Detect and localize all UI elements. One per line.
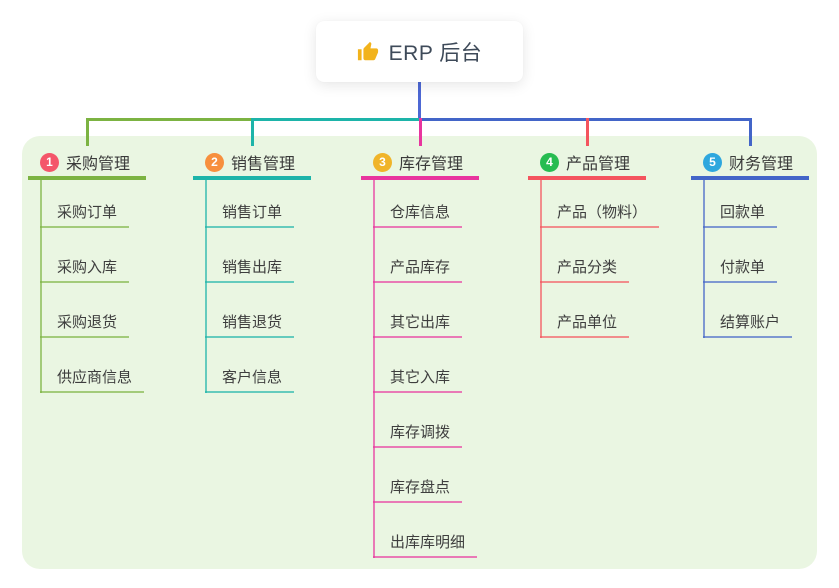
child-node[interactable]: 其它入库 <box>373 365 463 393</box>
child-node[interactable]: 客户信息 <box>205 365 295 393</box>
thumbs-up-icon <box>357 41 379 63</box>
bus-segment <box>87 118 252 121</box>
child-node[interactable]: 销售出库 <box>205 255 295 283</box>
child-node[interactable]: 产品库存 <box>373 255 463 283</box>
child-node[interactable]: 产品分类 <box>540 255 630 283</box>
branch-badge: 5 <box>703 152 722 172</box>
root-title: ERP 后台 <box>388 41 483 65</box>
child-node[interactable]: 库存盘点 <box>373 475 463 503</box>
child-node[interactable]: 采购退货 <box>40 310 130 338</box>
root-node[interactable]: ERP 后台 <box>316 21 523 82</box>
branch-badge: 1 <box>40 152 59 172</box>
branch-header-3[interactable]: 3 库存管理 <box>361 148 479 180</box>
child-node[interactable]: 供应商信息 <box>40 365 145 393</box>
bus-segment <box>252 118 419 121</box>
child-node[interactable]: 销售订单 <box>205 200 295 228</box>
branch-title: 采购管理 <box>66 156 131 173</box>
branch-trunk-line <box>703 180 705 338</box>
root-connector-line <box>418 82 421 121</box>
branch-header-1[interactable]: 1 采购管理 <box>28 148 146 180</box>
child-node[interactable]: 采购订单 <box>40 200 130 228</box>
branch-badge: 2 <box>205 152 224 172</box>
branch-trunk-line <box>40 180 42 393</box>
child-node[interactable]: 回款单 <box>703 200 778 228</box>
branch-drop-line <box>86 118 89 146</box>
branch-header-5[interactable]: 5 财务管理 <box>691 148 809 180</box>
branch-header-2[interactable]: 2 销售管理 <box>193 148 311 180</box>
child-node[interactable]: 产品单位 <box>540 310 630 338</box>
child-node[interactable]: 库存调拨 <box>373 420 463 448</box>
child-node[interactable]: 产品（物料） <box>540 200 660 228</box>
branch-drop-line <box>749 118 752 146</box>
branch-drop-line <box>586 118 589 146</box>
branch-title: 库存管理 <box>399 156 464 173</box>
child-node[interactable]: 销售退货 <box>205 310 295 338</box>
branch-title: 产品管理 <box>566 156 631 173</box>
branch-drop-line <box>251 118 254 146</box>
branch-trunk-line <box>205 180 207 393</box>
branch-badge: 3 <box>373 152 392 172</box>
child-node[interactable]: 结算账户 <box>703 310 793 338</box>
bus-segment <box>419 118 752 121</box>
branch-header-4[interactable]: 4 产品管理 <box>528 148 646 180</box>
background-panel <box>22 136 817 569</box>
branch-trunk-line <box>540 180 542 338</box>
child-node[interactable]: 出库库明细 <box>373 530 478 558</box>
child-node[interactable]: 仓库信息 <box>373 200 463 228</box>
branch-title: 销售管理 <box>231 156 296 173</box>
child-node[interactable]: 其它出库 <box>373 310 463 338</box>
child-node[interactable]: 付款单 <box>703 255 778 283</box>
child-node[interactable]: 采购入库 <box>40 255 130 283</box>
branch-trunk-line <box>373 180 375 558</box>
branch-drop-line <box>419 118 422 146</box>
branch-title: 财务管理 <box>729 156 794 173</box>
branch-badge: 4 <box>540 152 559 172</box>
